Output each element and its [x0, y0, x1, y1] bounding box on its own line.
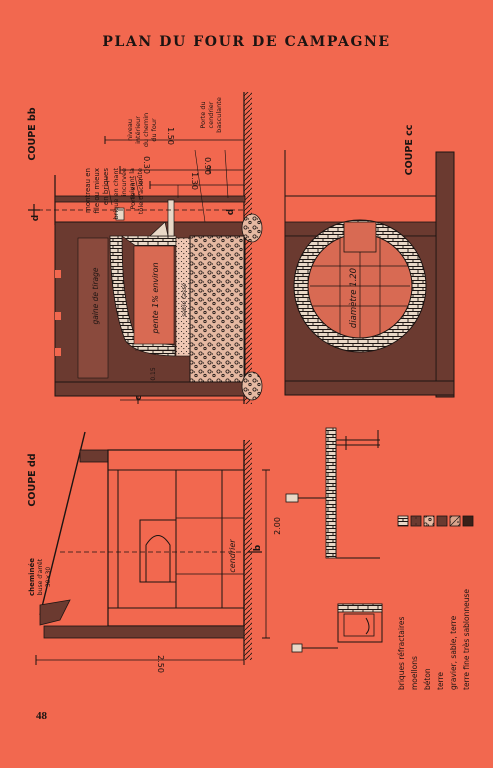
heading-coupe-dd: COUPE dd: [27, 453, 38, 506]
legend-label-briques: briques réfractaires: [397, 617, 406, 690]
marker-c: c: [134, 395, 144, 400]
label-brique-l4: voûte: [136, 168, 144, 187]
label-niveau-l2: intérieur: [134, 116, 142, 144]
legend-label-sable: terre fine très sablonneuse: [462, 589, 471, 690]
label-montreau: montreau en file ou mieux en briques: [84, 168, 110, 214]
dim-1-30: 1.30: [190, 172, 199, 190]
dim-2-00: 2.00: [273, 517, 282, 535]
section-dd: [35, 431, 270, 665]
label-niveau-l4: du four: [150, 118, 158, 142]
legend-swatch-sable: [462, 515, 474, 527]
label-niveau-l1: niveau: [126, 119, 134, 141]
label-montreau-l2: file ou mieux: [93, 168, 101, 213]
dim-0-90: 0.90: [203, 157, 212, 175]
legend-label-terre: terre: [436, 672, 445, 690]
detail-door-views: [285, 427, 383, 653]
label-montreau-l1: montreau en: [84, 168, 92, 213]
legend-swatch-gravier: [449, 515, 461, 527]
ground-hatch: [244, 92, 252, 404]
label-niveau: niveau intérieur du chemin du four: [126, 113, 158, 147]
marker-b: b: [253, 544, 263, 551]
page-title: PLAN DU FOUR DE CAMPAGNE: [102, 34, 391, 50]
dim-2-50: 2.50: [156, 655, 165, 673]
legend-label-beton: béton: [423, 668, 432, 690]
page-number: 48: [36, 710, 47, 722]
legend-label-moellons: moellons: [410, 656, 419, 690]
label-brique-chant: brique en chant incurvée suivant la voût…: [112, 168, 144, 220]
label-brique-l2: incurvée: [120, 168, 128, 196]
legend-swatch-beton: [423, 515, 435, 527]
label-cheminee: cheminée buse d'arrêt 30×30: [28, 558, 52, 596]
heading-coupe-cc: COUPE cc: [404, 125, 415, 176]
label-porte-cendrier: Porte du cendrier basculante: [199, 97, 223, 133]
label-cendrier: cendrier: [228, 539, 237, 573]
dim-0-30: 0.30: [142, 156, 151, 174]
label-cheminee-l2: buse d'arrêt: [37, 558, 44, 595]
legend-swatch-moellons: [410, 515, 422, 527]
label-porte-cendrier-l2: cendrier: [207, 101, 215, 128]
legend-label-gravier: gravier, sable, terre: [449, 615, 458, 690]
section-cc: [284, 150, 455, 398]
heading-coupe-bb: COUPE bb: [27, 107, 38, 160]
legend-swatch-briques: [397, 515, 409, 527]
label-montreau-l3: en briques: [102, 168, 110, 205]
label-brique-l3: suivant la: [128, 168, 136, 200]
refractory-arch: [109, 235, 176, 357]
marker-d-right: d: [226, 209, 236, 215]
label-porte-cendrier-l1: Porte du: [199, 101, 207, 128]
marker-d-left: d: [31, 215, 41, 221]
label-pente: pente 1% environ: [151, 262, 160, 334]
label-brique-l1: brique en chant: [112, 168, 120, 220]
label-porte-fer-l1: Porte en: [129, 182, 137, 209]
label-diametre: diamètre 1.20: [348, 268, 359, 328]
label-niveau-l3: du chemin: [142, 113, 150, 147]
label-cheminee-l1: cheminée: [28, 558, 36, 596]
dim-1-50: 1.50: [166, 127, 175, 145]
label-porte-fer: Porte en tôle d'acier: [129, 178, 145, 215]
label-porte-cendrier-l3: basculante: [215, 97, 223, 133]
legend: briques réfractaires moellons béton terr…: [397, 515, 474, 690]
label-sable: sable tassé: [181, 283, 188, 317]
concrete-block: [189, 235, 245, 383]
dim-0-15: 0.15: [150, 367, 157, 381]
label-cheminee-l3: 30×30: [45, 567, 52, 587]
legend-swatch-terre: [436, 515, 448, 527]
section-bb: [28, 92, 263, 404]
label-gaine: gaine de tirage: [91, 267, 100, 324]
label-porte-fer-l2: tôle d'acier: [137, 178, 145, 215]
